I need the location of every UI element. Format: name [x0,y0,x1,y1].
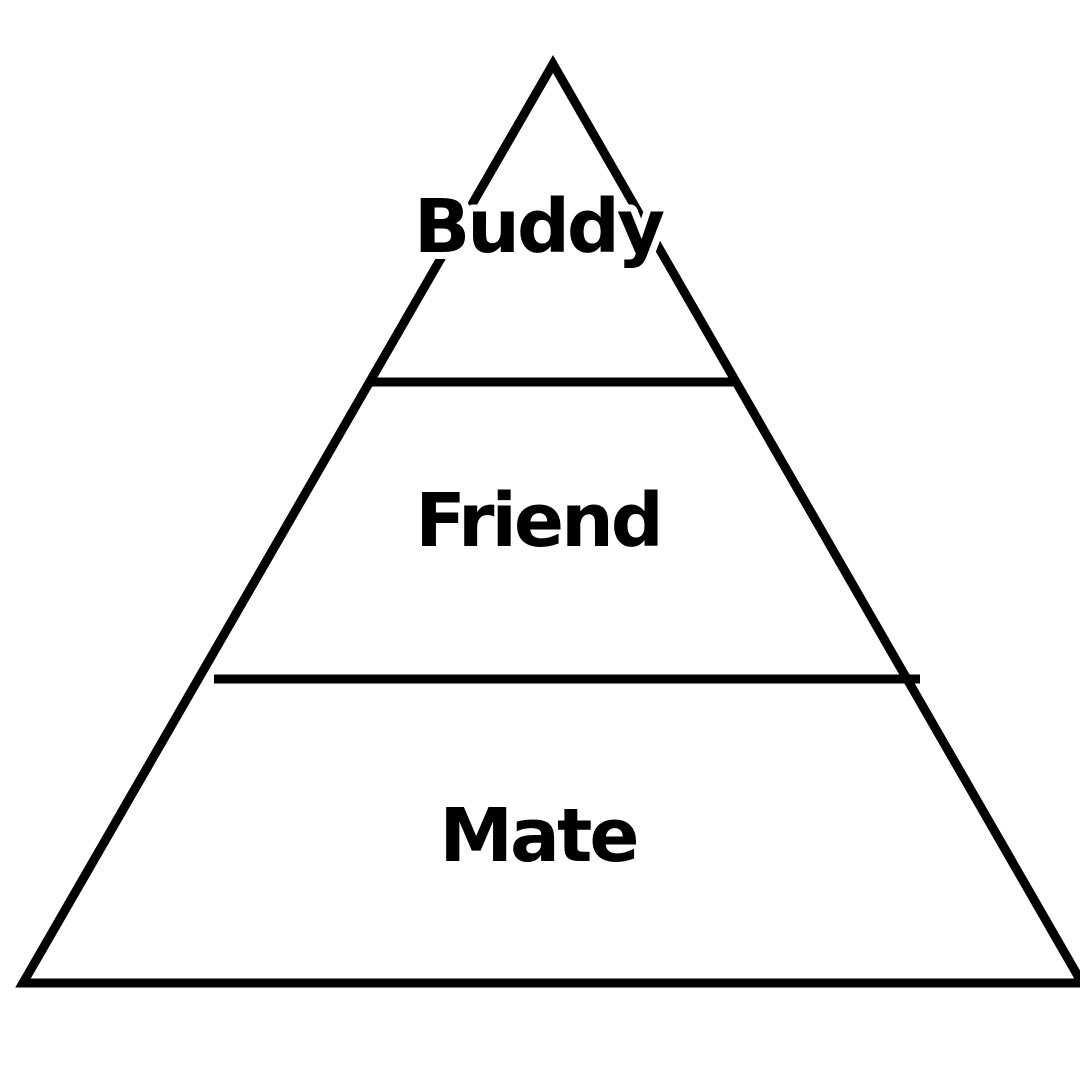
tier-label-middle: Friend [415,478,661,564]
tier-label-bottom: Mate [439,793,636,879]
pyramid-outline [15,54,1080,988]
tier-label-top: Buddy [414,184,664,270]
